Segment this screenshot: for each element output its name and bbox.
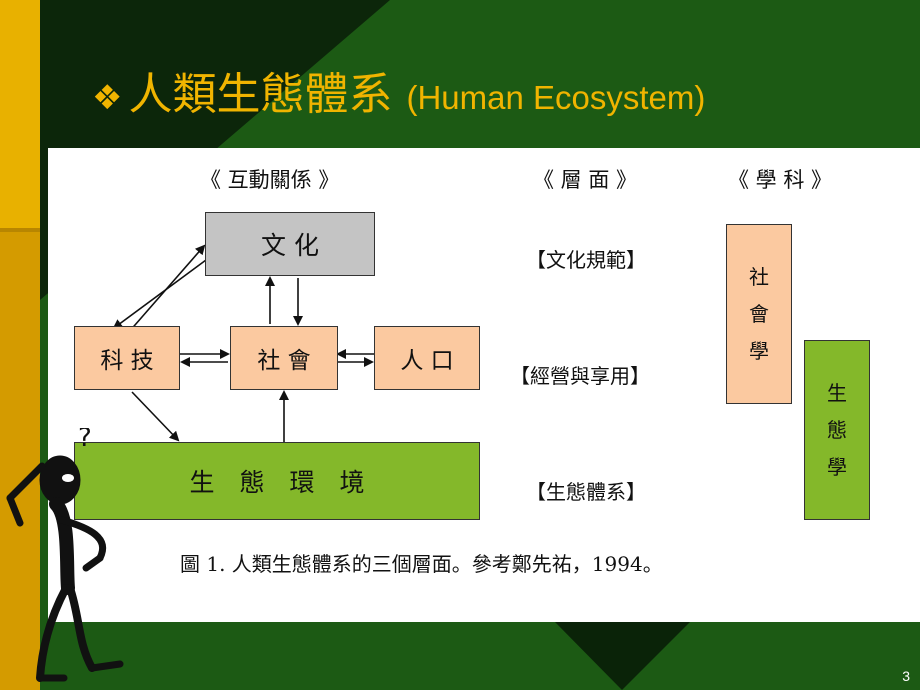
head-icon [39,455,81,505]
ecosystem-figure: 《 互動關係 》 《 層 面 》 《 學 科 》 [48,148,920,622]
technology-box: 科 技 [74,326,180,390]
title-chinese: 人類生態體系 [128,69,393,120]
culture-box: 文 化 [205,212,375,276]
figure-caption: 圖 1. 人類生態體系的三個層面。參考鄭先祐，1994。 [180,552,663,576]
layer-culture-norms: 【文化規範】 [526,248,646,272]
left-bar-bottom [0,230,40,690]
sociology-char-1: 社 [749,264,769,289]
layer-ecosystem: 【生態體系】 [526,480,646,504]
left-bar-top [0,0,40,230]
page-number: 3 [902,668,910,684]
arrows-layer [112,244,374,442]
arrow-tech-to-environment [131,391,180,442]
population-box: 人 口 [374,326,480,390]
slide-title: ❖ 人類生態體系 (Human Ecosystem) [92,58,706,120]
header-interaction: 《 互動關係 》 [200,168,340,192]
ecology-box: 生 態 學 [804,340,870,520]
bg-bottom-band [40,622,920,690]
diamond-bullet-icon: ❖ [92,78,123,118]
ecology-char-1: 生 [827,380,847,405]
sociology-box: 社 會 學 [726,224,792,404]
sociology-char-2: 會 [749,301,769,326]
header-layers: 《 層 面 》 [533,168,638,192]
header-disciplines: 《 學 科 》 [728,168,833,192]
thinking-figure-clipart: ? [6,428,124,682]
arrow-culture-to-tech [112,259,207,330]
question-mark-icon: ? [78,428,92,453]
society-box: 社 會 [230,326,338,390]
left-bar-accent [0,228,40,232]
ecology-char-2: 態 [827,417,847,442]
bg-dark-triangle-bottom2 [555,622,690,690]
sociology-char-3: 學 [749,338,769,363]
layer-management: 【經營與享用】 [510,364,650,388]
ecology-char-3: 學 [827,454,847,479]
title-english: (Human Ecosystem) [406,79,706,116]
